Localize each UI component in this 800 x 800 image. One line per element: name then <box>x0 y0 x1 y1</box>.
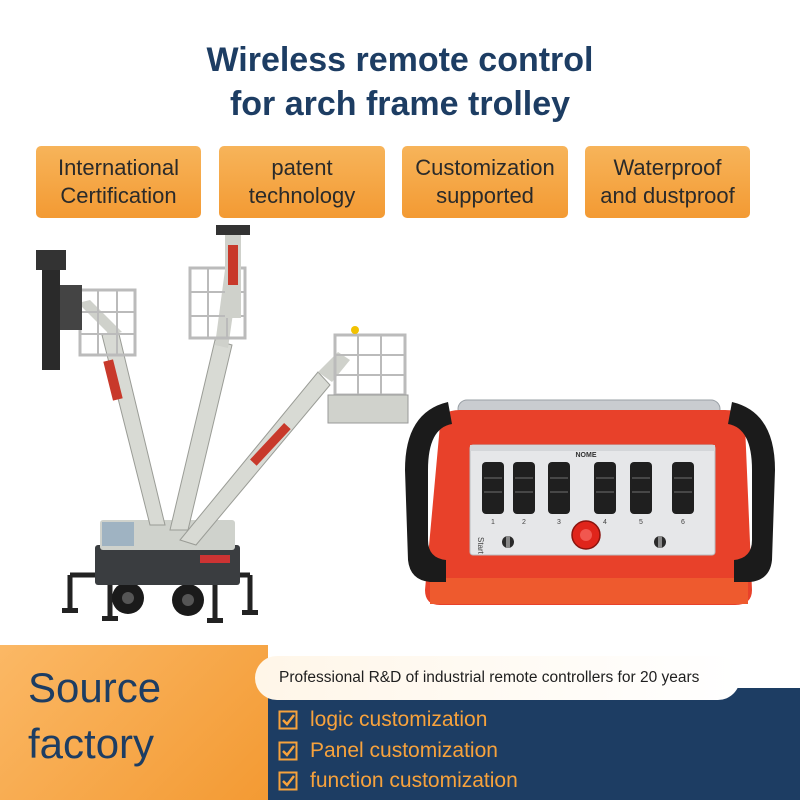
badge-patent: patent technology <box>219 146 385 218</box>
joystick-number: 1 <box>491 519 495 526</box>
badge-text: Waterproof <box>613 155 722 180</box>
remote-brand-label: NOME <box>576 452 597 459</box>
customization-panel <box>268 688 800 800</box>
badge-text: Customization <box>415 155 555 180</box>
badge-text: International <box>57 155 180 180</box>
checkbox-icon <box>278 741 298 761</box>
badge-text: and dustproof <box>600 183 735 208</box>
checkbox-icon <box>278 710 298 730</box>
remote-controller: NOME Start 1 2 3 4 5 6 <box>405 399 775 605</box>
key-switch-icon <box>654 536 666 548</box>
rd-text: Professional R&D of industrial remote co… <box>279 669 700 686</box>
joystick-number: 2 <box>522 519 526 526</box>
product-scene: NOME Start 1 2 3 4 5 6 <box>36 225 775 623</box>
source-factory-panel <box>0 645 268 800</box>
badge-text: Certification <box>60 183 177 208</box>
badge-text: technology <box>248 183 356 208</box>
arch-frame-trolley-illustration <box>36 225 409 623</box>
joystick-number: 6 <box>681 519 685 526</box>
feature-text: logic customization <box>310 708 488 731</box>
joystick-number: 5 <box>639 519 643 526</box>
start-label: Start <box>476 537 485 555</box>
page-title: Wireless remote control for arch frame t… <box>0 38 800 126</box>
checkbox-icon <box>278 771 298 791</box>
feature-text: Panel customization <box>310 739 498 762</box>
source-line-1: Source <box>28 664 162 711</box>
feature-item-function: function customization <box>278 769 518 793</box>
badge-waterproof: Waterproof and dustproof <box>585 146 750 218</box>
emergency-stop-icon <box>571 520 601 550</box>
title-line-1: Wireless remote control <box>206 41 594 79</box>
key-switch-icon <box>502 536 514 548</box>
feature-item-panel: Panel customization <box>278 739 498 763</box>
badge-customization: Customization supported <box>402 146 568 218</box>
joystick-number: 4 <box>603 519 607 526</box>
source-factory-heading: Source factory <box>28 660 268 772</box>
title-line-2: for arch frame trolley <box>229 85 571 123</box>
rd-banner: Professional R&D of industrial remote co… <box>255 656 740 700</box>
badge-text: patent <box>271 155 333 180</box>
feature-text: function customization <box>310 769 518 792</box>
source-line-2: factory <box>28 720 155 767</box>
badge-text: supported <box>436 183 534 208</box>
joystick-number: 3 <box>557 519 561 526</box>
feature-item-logic: logic customization <box>278 708 487 732</box>
